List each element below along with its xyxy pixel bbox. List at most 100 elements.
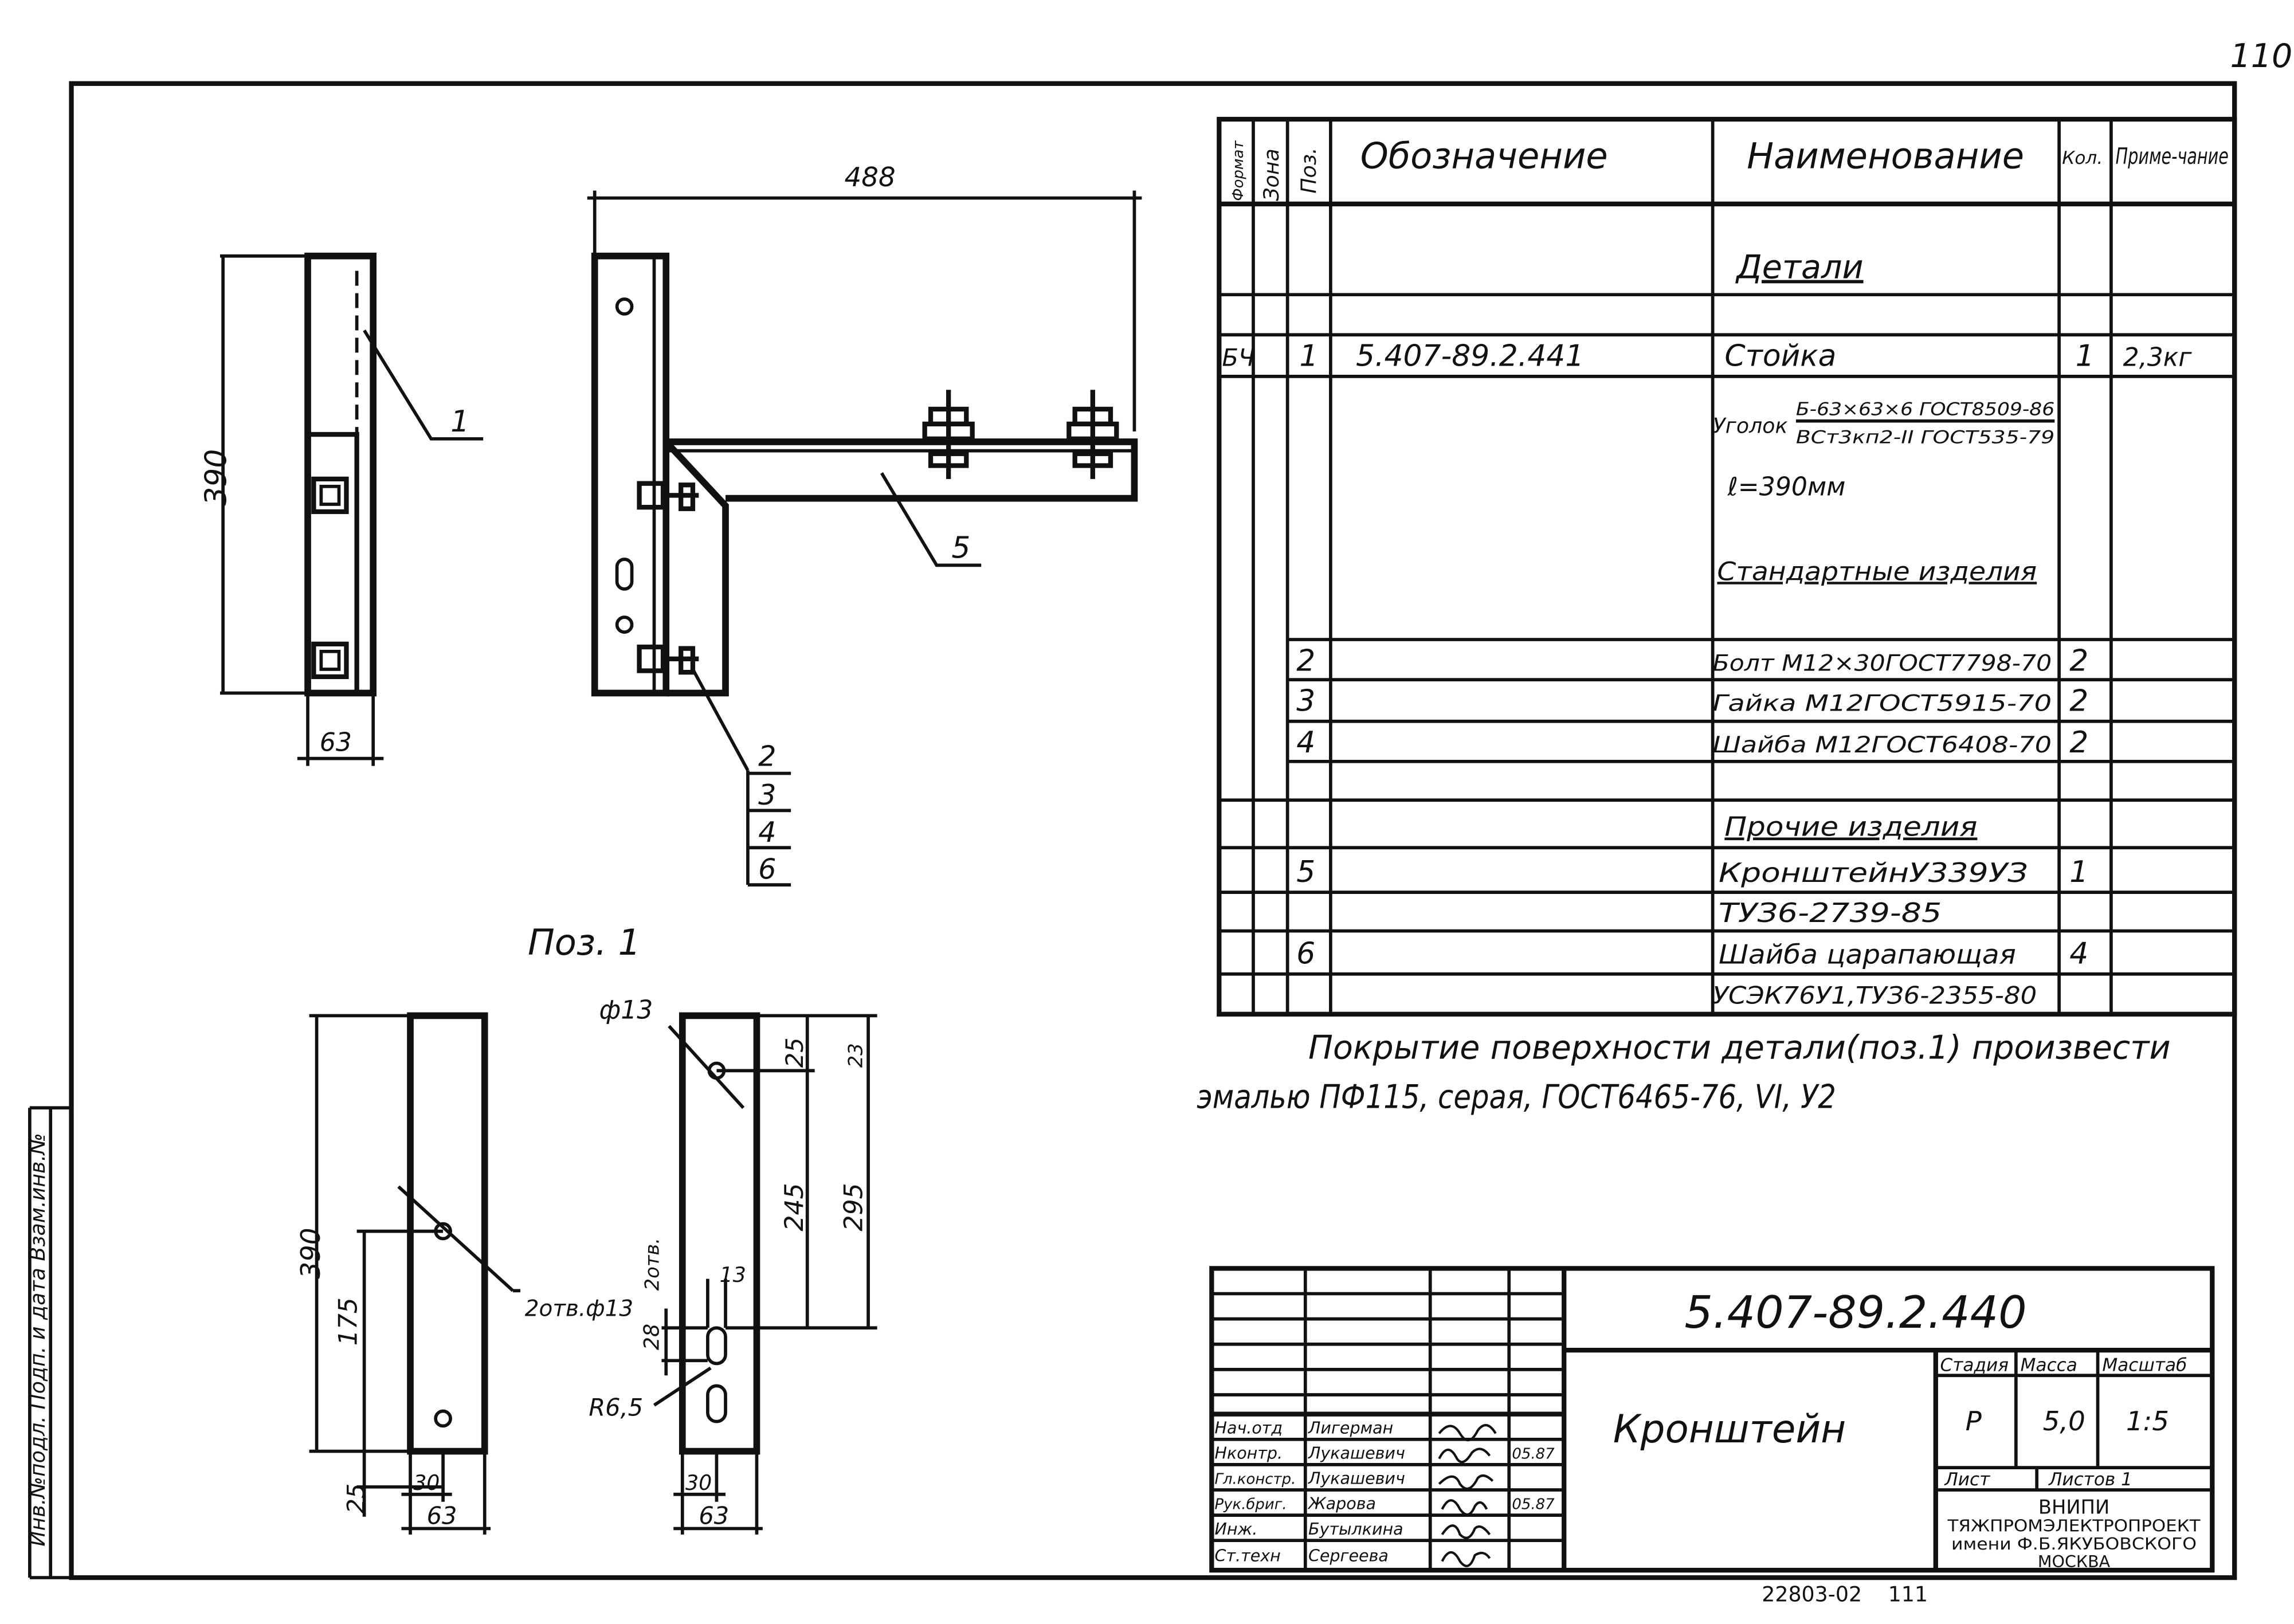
other-row-name: Шайба царапающая: [1719, 940, 2016, 971]
std-row-pos: 2: [1296, 644, 1315, 678]
signature-row: Рук.бриг. Жарова 05.87: [1215, 1494, 1555, 1513]
std-row-name: Гайка М12ГОСТ5915-70: [1713, 691, 2052, 717]
org-line2: ТЯЖПРОМЭЛЕКТРОПРОЕКТ: [1947, 1517, 2201, 1536]
row1-designation: 5.407-89.2.441: [1356, 339, 1584, 374]
sig-date: 05.87: [1512, 1496, 1555, 1513]
scale-label: Масштаб: [2102, 1355, 2187, 1375]
signature-row: Нконтр. Лукашевич 05.87: [1215, 1444, 1555, 1463]
row1-name: Стойка: [1724, 339, 1836, 374]
sig-name: Бутылкина: [1308, 1520, 1403, 1539]
std-row-name: Шайба М12ГОСТ6408-70: [1713, 732, 2052, 758]
header-note: Приме-чание: [2116, 144, 2229, 170]
callout-3: 3: [758, 778, 776, 811]
mass-label: Масса: [2021, 1355, 2077, 1375]
other-row-qty: 1: [2069, 855, 2088, 889]
scale-value: 1:5: [2126, 1406, 2169, 1437]
callout-4: 4: [758, 815, 776, 849]
dia-label: ф13: [599, 996, 653, 1025]
archive-sheet: 111: [1888, 1582, 1928, 1607]
ugolok-bottom: ВСт3кп2-II ГОСТ535-79: [1796, 427, 2054, 448]
signature-row: Ст.техн Сергеева: [1215, 1547, 1389, 1566]
ugolok-top: Б-63×63×6 ГОСТ8509-86: [1796, 399, 2054, 419]
radius-label: R6,5: [589, 1393, 643, 1421]
pos1-dim-390: 390: [296, 1227, 327, 1278]
section-details: Детали: [1735, 249, 1863, 287]
drawing-title: Кронштейн: [1613, 1406, 1846, 1452]
sig-role: Инж.: [1215, 1520, 1258, 1539]
dim-side-width: 63: [320, 728, 352, 758]
callout-2: 2: [758, 740, 776, 773]
standard-row: 3 Гайка М12ГОСТ5915-70 2: [1296, 684, 2088, 719]
sig-name: Жарова: [1307, 1494, 1376, 1513]
sig-name: Лукашевич: [1308, 1444, 1405, 1463]
org-line3: имени Ф.Б.ЯКУБОВСКОГО: [1951, 1535, 2197, 1554]
signature-row: Нач.отд Лигерман: [1215, 1418, 1394, 1437]
header-designation: Обозначение: [1360, 135, 1608, 177]
row1-format: БЧ: [1222, 344, 1255, 372]
stage-value: Р: [1966, 1406, 1982, 1437]
other-row: УСЭК76У1,ТУЗ6-2355-80: [1713, 982, 2037, 1010]
org-line1: ВНИПИ: [2038, 1496, 2109, 1519]
other-row-name: КронштейнУ339УЗ: [1719, 858, 2028, 889]
row1-note: 2,3кг: [2123, 343, 2193, 372]
coating-note-line2: эмалью ПФ115, серая, ГОСТ6465-76, VI, У2: [1197, 1078, 1836, 1116]
pos1-title: Поз. 1: [528, 921, 641, 963]
pos1-dim-245: 245: [780, 1183, 809, 1231]
std-row-name: Болт М12×30ГОСТ7798-70: [1713, 651, 2052, 677]
std-row-pos: 3: [1296, 684, 1315, 719]
signature-row: Инж. Бутылкина: [1215, 1520, 1403, 1539]
pos1-dim-25-top: 25: [781, 1037, 809, 1068]
pos1-dim-25: 25: [342, 1484, 370, 1514]
spec-table: Формат Зона Поз. Обозначение Наименовани…: [1217, 116, 2237, 1017]
std-row-pos: 4: [1296, 725, 1315, 760]
title-block: 5.407-89.2.440 Кронштейн Стадия Масса Ма…: [1209, 1266, 2215, 1573]
coating-note-line1: Покрытие поверхности детали(поз.1) произ…: [1308, 1029, 2171, 1067]
sig-role: Ст.техн: [1215, 1547, 1281, 1566]
sig-role: Гл.констр.: [1215, 1471, 1296, 1488]
pos1-left-view: 2отв.ф13 390 175 25 30 63: [296, 1012, 633, 1535]
dim-height: 390: [199, 449, 233, 506]
other-row-pos: 6: [1296, 937, 1315, 971]
sig-date: 05.87: [1512, 1446, 1555, 1463]
other-row: 6 Шайба царапающая 4: [1296, 937, 2088, 971]
length-label: ℓ=390мм: [1727, 472, 1846, 501]
sig-role: Нач.отд: [1215, 1418, 1283, 1437]
hole-note: 2отв.ф13: [525, 1296, 633, 1321]
header-pos: Поз.: [1296, 147, 1321, 193]
sig-role: Рук.бриг.: [1215, 1496, 1287, 1513]
header-qty: Кол.: [2062, 148, 2103, 168]
pos1-dim-63-a: 63: [427, 1502, 457, 1530]
pos1-dim-295: 295: [840, 1183, 869, 1231]
stage-label: Стадия: [1940, 1355, 2009, 1375]
sig-name: Лукашевич: [1308, 1469, 1405, 1488]
signature-row: Гл.констр. Лукашевич: [1215, 1469, 1405, 1488]
slot-label: 2отв.: [641, 1238, 663, 1290]
pos1-dim-23: 23: [845, 1043, 867, 1068]
pos1-dim-30-a: 30: [413, 1470, 440, 1495]
other-row: ТУЗ6-2739-85: [1719, 898, 1942, 929]
callout-5: 5: [951, 531, 970, 565]
section-standard: Стандартные изделия: [1717, 557, 2037, 586]
pos1-dim-63-b: 63: [699, 1502, 729, 1530]
sig-role: Нконтр.: [1215, 1444, 1283, 1463]
pos1-dim-175: 175: [334, 1297, 363, 1346]
std-row-qty: 2: [2069, 684, 2088, 719]
pos1-dim-28: 28: [639, 1324, 664, 1350]
side-view: 390 63 1: [199, 252, 484, 766]
other-row-pos: 5: [1296, 855, 1315, 889]
pos1-dim-30-b: 30: [685, 1470, 712, 1495]
pos1-dim-13: 13: [720, 1262, 746, 1287]
other-row-name: УСЭК76У1,ТУЗ6-2355-80: [1713, 982, 2037, 1010]
margin-label: Инв.№подл. Подп. и дата Взам.инв.№: [25, 1133, 50, 1546]
header-zone: Зона: [1259, 148, 1284, 201]
other-row: 5 КронштейнУ339УЗ 1: [1296, 855, 2088, 889]
sig-name: Лигерман: [1308, 1418, 1393, 1437]
section-other: Прочие изделия: [1724, 812, 1977, 843]
sheets-label: Листов 1: [2048, 1469, 2132, 1490]
header-format: Формат: [1230, 140, 1247, 201]
row1-qty: 1: [2076, 339, 2095, 374]
sheet-label: Лист: [1944, 1469, 1990, 1490]
row1-pos: 1: [1299, 339, 1318, 374]
callout-6: 6: [758, 853, 776, 886]
